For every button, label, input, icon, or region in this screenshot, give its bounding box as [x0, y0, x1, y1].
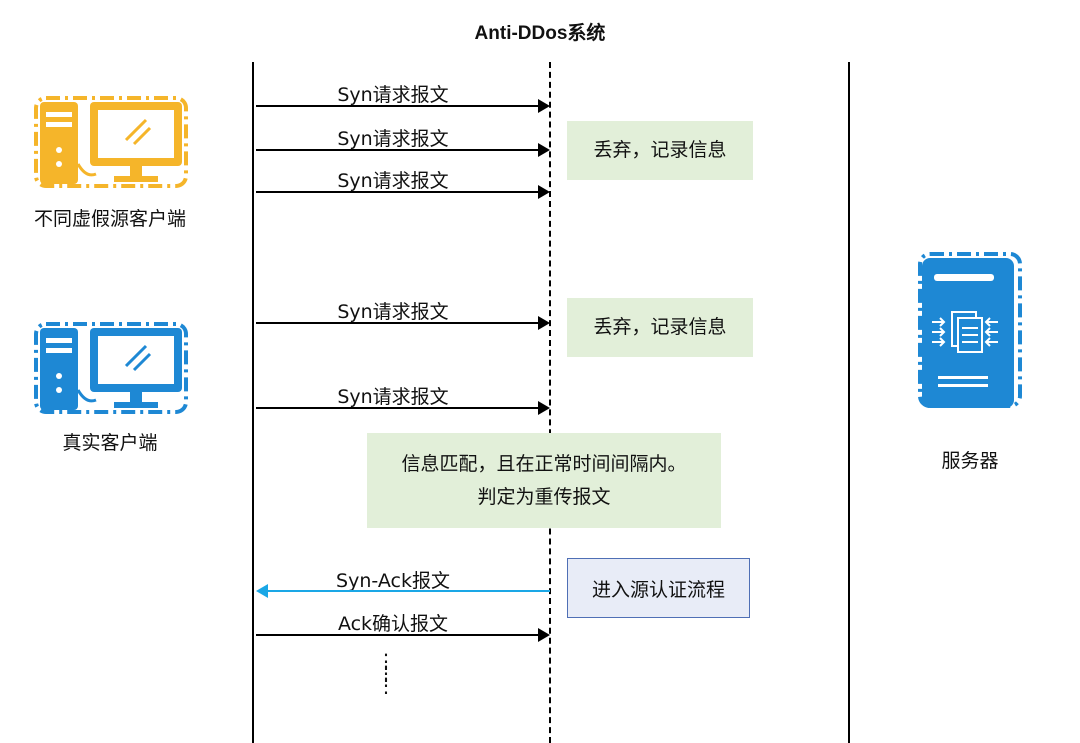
real-client-computer-icon	[34, 322, 188, 414]
message-label: Syn请求报文	[337, 301, 449, 323]
match-note: 信息匹配，且在正常时间间隔内。 判定为重传报文	[367, 433, 721, 528]
message-label: Syn请求报文	[337, 170, 449, 192]
ack-arrow	[256, 628, 550, 642]
syn-arrow	[256, 401, 550, 415]
fake-clients-label: 不同虚假源客户端	[33, 208, 186, 230]
message-label: Syn请求报文	[337, 128, 449, 150]
message-label: Syn请求报文	[337, 386, 449, 408]
syn-arrow	[256, 316, 550, 330]
syn-arrow	[256, 143, 550, 157]
server-icon	[918, 252, 1022, 408]
anti-ddos-lifeline	[549, 62, 551, 743]
match-note-line1: 信息匹配，且在正常时间间隔内。	[401, 453, 687, 476]
auth-note: 进入源认证流程	[567, 558, 750, 618]
fake-client-computer-icon	[34, 96, 188, 188]
continuation-dots: ⋮ ⋮ ⋮	[376, 651, 396, 697]
dots-3: ⋮	[376, 673, 396, 697]
message-label: Ack确认报文	[337, 613, 449, 635]
real-client-label: 真实客户端	[62, 432, 158, 454]
discard-note: 丢弃，记录信息	[567, 121, 753, 180]
syn-ack-arrow	[256, 584, 550, 598]
client-lifeline	[252, 62, 254, 743]
message-label: Syn请求报文	[337, 84, 449, 106]
diagram-title: Anti-DDos系统	[474, 23, 606, 44]
discard-note: 丢弃，记录信息	[567, 298, 753, 357]
syn-arrow	[256, 185, 550, 199]
match-note-line2: 判定为重传报文	[477, 485, 611, 508]
server-lifeline	[848, 62, 850, 743]
server-label: 服务器	[941, 450, 999, 472]
syn-arrow	[256, 99, 550, 113]
message-label: Syn-Ack报文	[336, 570, 450, 592]
